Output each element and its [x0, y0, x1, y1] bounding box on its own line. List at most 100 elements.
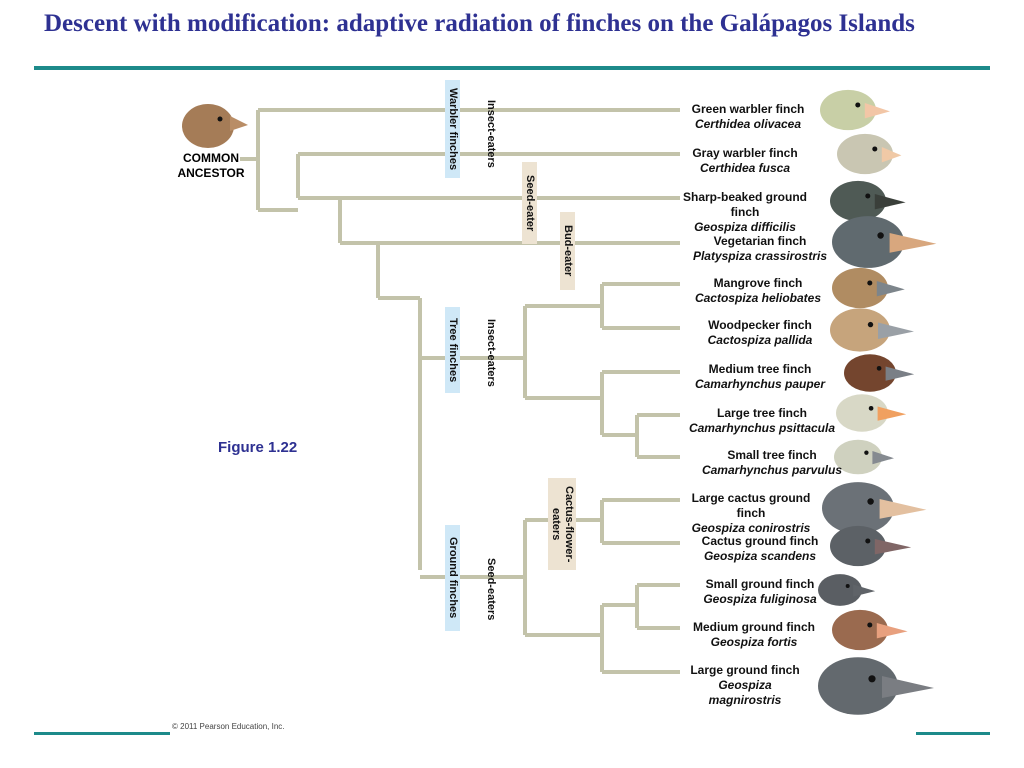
ancestor-beak — [230, 116, 248, 131]
finch-head — [832, 609, 908, 651]
finch-illustrations — [818, 89, 937, 715]
diet-tab-seed-eaters: Seed-eaters — [485, 557, 497, 621]
finch-head-shape — [820, 89, 876, 131]
finch-head — [830, 308, 914, 352]
ancestor-illustration — [178, 98, 250, 150]
group-tab-warbler-finches: Warbler finches — [445, 80, 460, 178]
latin-name: Certhidea olivacea — [694, 117, 802, 131]
copyright: © 2011 Pearson Education, Inc. — [172, 722, 285, 731]
latin-name: Cactospiza heliobates — [694, 291, 822, 305]
finch-head — [820, 89, 890, 131]
common-name: Large ground finch — [690, 663, 800, 677]
finch-head — [836, 394, 907, 432]
finch-head — [818, 657, 934, 715]
finch-head-shape — [830, 180, 886, 222]
finch-beak — [881, 147, 902, 163]
latin-name: Geospiza fuliginosa — [703, 592, 817, 606]
finch-head-shape — [818, 574, 862, 606]
finch-beak — [885, 366, 915, 381]
finch-eye — [865, 538, 871, 544]
finch-eye — [877, 232, 884, 239]
ancestor-eye — [217, 116, 223, 122]
finch-beak — [878, 322, 914, 339]
finch-beak — [872, 451, 894, 465]
common-name: Gray warbler finch — [692, 146, 798, 160]
latin-name: Platyspiza crassirostris — [692, 249, 828, 263]
finch-eye — [867, 498, 874, 505]
finch-eye — [867, 321, 874, 328]
finch-eye — [868, 405, 874, 411]
footer-divider-right — [916, 732, 990, 735]
finch-head — [832, 216, 937, 268]
common-name: Vegetarian finch — [713, 234, 807, 248]
figure-label: Figure 1.22 — [218, 439, 298, 456]
latin-name: Geospiza fortis — [710, 635, 798, 649]
diet-tab-insect-eaters-1: Insect-eaters — [485, 100, 497, 168]
finch-head — [834, 439, 894, 475]
finch-head-shape — [832, 216, 904, 268]
finch-beak — [874, 194, 906, 210]
finch-beak — [864, 103, 890, 119]
common-name: Medium ground finch — [693, 620, 815, 634]
finch-eye — [876, 365, 882, 371]
finch-eye — [865, 193, 871, 199]
finch-head — [844, 354, 915, 392]
finch-head-shape — [830, 525, 886, 567]
common-name: Mangrove finch — [713, 276, 803, 290]
finch-beak — [889, 233, 937, 253]
diet-tab-seed-eater: Seed-eater — [522, 162, 537, 244]
common-name: Cactus ground finch — [701, 534, 819, 548]
finch-eye — [868, 675, 876, 683]
finch-head-shape — [836, 394, 888, 432]
latin-name: Geospiza scandens — [703, 549, 817, 563]
latin-name: Camarhynchus psittacula — [688, 421, 836, 435]
finch-head-shape — [844, 354, 896, 392]
finch-head-shape — [832, 609, 888, 651]
finch-eye — [864, 450, 869, 455]
finch-head-shape — [837, 133, 893, 175]
common-name: Small ground finch — [705, 577, 815, 591]
title-divider — [34, 66, 990, 70]
finch-head — [818, 574, 876, 606]
common-ancestor-label: COMMON ANCESTOR — [177, 151, 245, 180]
finch-beak — [874, 539, 912, 555]
tree-finch-branch — [420, 282, 680, 459]
finch-head — [832, 267, 905, 309]
diet-tab-bud-eater: Bud-eater — [560, 212, 575, 290]
finch-beak — [879, 499, 927, 519]
ancestor-body — [182, 104, 234, 148]
common-name: Small tree finch — [727, 448, 817, 462]
diet-tab-insect-eaters-2: Insect-eaters — [485, 319, 497, 387]
page-title: Descent with modification: adaptive radi… — [44, 10, 915, 37]
tree-branches — [240, 108, 680, 674]
common-name: Green warbler finch — [691, 102, 805, 116]
latin-name: Certhidea fusca — [699, 161, 791, 175]
diet-tab-cactus-flower-eaters: Cactus-flower-eaters — [548, 478, 576, 570]
finch-head-shape — [830, 308, 890, 352]
finch-beak — [876, 623, 908, 639]
common-name: Sharp-beaked ground finch — [682, 190, 807, 219]
finch-head-shape — [832, 267, 888, 309]
finch-eye — [867, 622, 873, 628]
finch-head-shape — [834, 439, 882, 475]
group-tab-tree-finches: Tree finches — [445, 307, 460, 393]
latin-name: Geospiza difficilis — [694, 220, 796, 234]
finch-eye — [845, 584, 850, 589]
common-name: Medium tree finch — [708, 362, 812, 376]
finch-eye — [867, 280, 873, 286]
common-name: Woodpecker finch — [708, 318, 812, 332]
finch-beak — [853, 584, 876, 597]
common-name: Large tree finch — [716, 406, 808, 420]
